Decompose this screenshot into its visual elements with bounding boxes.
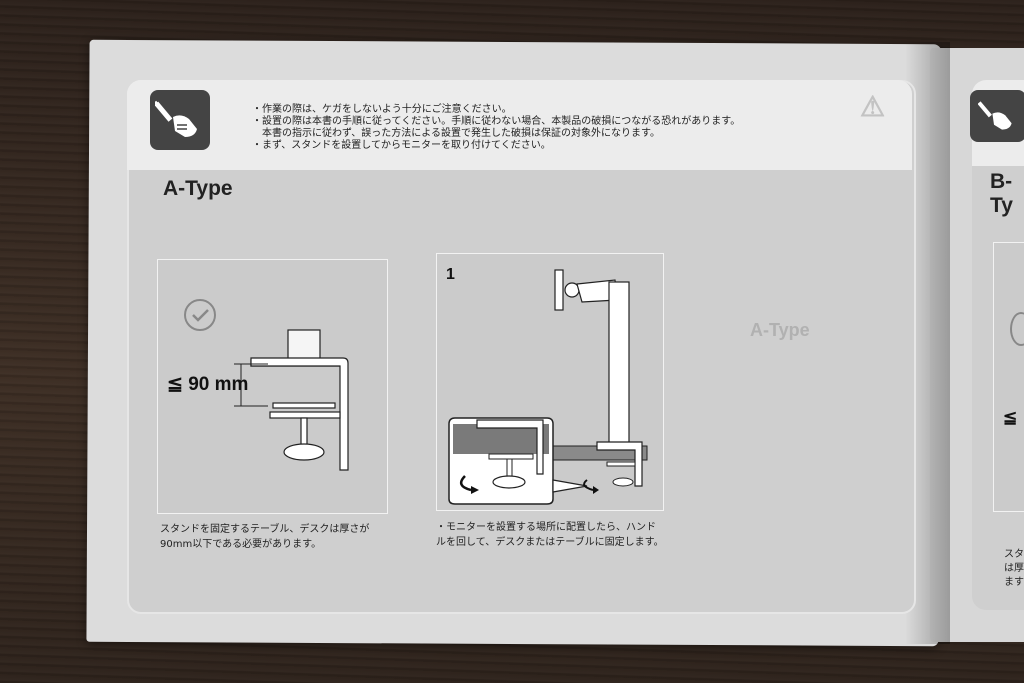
screwdriver-hand-icon [970,90,1024,142]
caption-line: ます [1004,577,1024,588]
note-item: 本書の指示に従わず、誤った方法による設置で発生した破損は保証の対象外になります。 [262,128,660,139]
note-item: ・設置の際は本書の手順に従ってください。手順に従わない場合、本製品の破損につなが… [252,116,741,127]
right-dimension-label: ≦ [1003,408,1018,427]
figure-box-step-1 [436,253,664,511]
right-figure-box [993,242,1024,512]
caption-line: ルを回して、デスクまたはテーブルに固定します。 [436,537,664,548]
step-number: 1 [446,266,455,283]
bleed-through-ghost: A-Type [750,320,810,340]
right-check-icon [1010,312,1024,346]
right-caption: スタ は厚 ます [1004,548,1024,590]
thickness-dimension-label: ≦ 90 mm [167,374,249,395]
monitor-stand-install-diagram [448,269,648,505]
figure-caption-step-1: ・モニターを設置する場所に配置したら、ハンド ルを回して、デスクまたはテーブルに… [436,520,664,550]
caption-line: ・モニターを設置する場所に配置したら、ハンド [436,522,656,533]
caption-line: スタ [1004,549,1024,560]
figure-box-thickness [157,259,388,514]
caption-line: 90mm以下である必要があります。 [160,539,322,550]
note-item: ・作業の際は、ケガをしないよう十分にご注意ください。 [252,104,512,115]
caution-notes: ・作業の際は、ケガをしないよう十分にご注意ください。 ・設置の際は本書の手順に従… [252,104,740,152]
caption-line: は厚 [1004,563,1024,574]
bleed-through-ghost: ⚠ [860,91,886,122]
screwdriver-hand-icon [150,90,210,150]
section-title: A-Type [163,177,233,200]
right-section-title: B-Ty [990,170,1013,217]
clamp-thickness-diagram [184,299,349,471]
caution-header-band [127,80,912,170]
figure-caption-thickness: スタンドを固定するテーブル、デスクは厚さが 90mm以下である必要があります。 [160,522,369,552]
caption-line: スタンドを固定するテーブル、デスクは厚さが [160,524,370,535]
note-item: ・まず、スタンドを設置してからモニターを取り付けてください。 [252,140,551,151]
